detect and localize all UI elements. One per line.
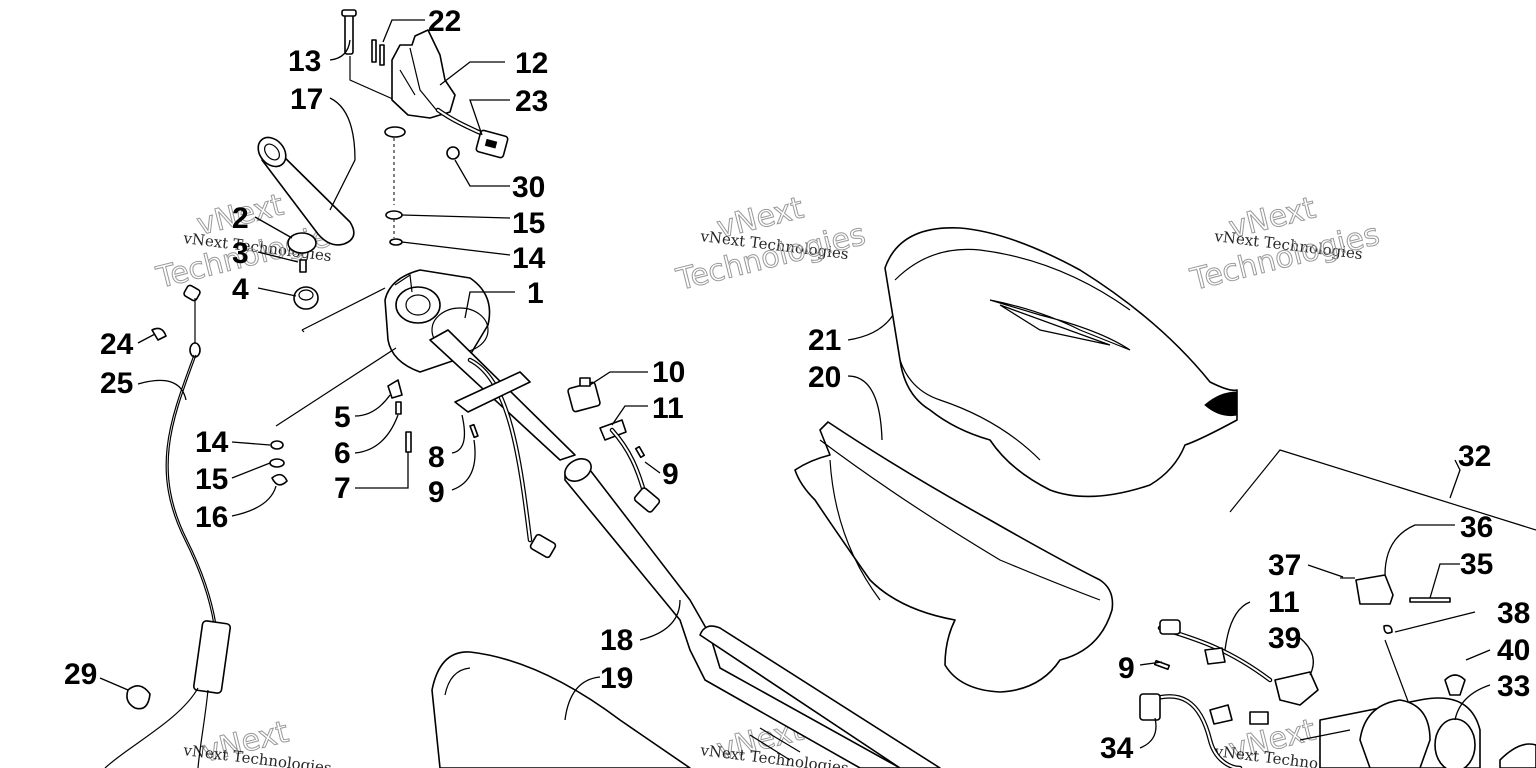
callout-2: 2 — [232, 202, 249, 235]
callout-25: 25 — [100, 367, 133, 400]
throttle-lever-part — [341, 9, 509, 246]
callout-37: 37 — [1268, 549, 1301, 582]
callout-10: 10 — [652, 356, 685, 389]
instrument-panel-part — [794, 421, 1114, 693]
callout-32: 32 — [1458, 440, 1491, 473]
callout-20: 20 — [808, 361, 841, 394]
callout-33: 33 — [1497, 670, 1530, 703]
switch-part — [567, 377, 661, 513]
callout-14-upper: 14 — [512, 242, 546, 275]
callout-35: 35 — [1460, 548, 1493, 581]
callout-9-right: 9 — [1118, 652, 1135, 685]
callout-14-lower: 14 — [195, 426, 229, 459]
callout-29: 29 — [64, 658, 97, 691]
callout-40: 40 — [1497, 634, 1530, 667]
callout-8: 8 — [428, 441, 445, 474]
callout-13: 13 — [288, 45, 321, 78]
callout-39: 39 — [1268, 622, 1301, 655]
cable-part — [104, 284, 232, 768]
callout-5: 5 — [334, 401, 351, 434]
callout-7: 7 — [334, 472, 351, 505]
handlebar-part — [564, 458, 941, 768]
callout-17: 17 — [290, 83, 323, 116]
callout-9-mid: 9 — [662, 458, 679, 491]
leader-lines — [99, 19, 1491, 749]
callout-12: 12 — [515, 47, 548, 80]
callout-36: 36 — [1460, 511, 1493, 544]
callout-11-right: 11 — [1268, 586, 1300, 619]
callout-1: 1 — [527, 277, 544, 310]
callout-30: 30 — [512, 171, 545, 204]
callout-16: 16 — [195, 501, 228, 534]
callout-34: 34 — [1100, 732, 1134, 765]
callout-3: 3 — [232, 237, 249, 270]
hood-cover-part — [884, 227, 1238, 498]
callout-18: 18 — [600, 624, 633, 657]
right-switch-assembly-parts — [1139, 574, 1536, 768]
knob-screw-plug-parts — [287, 232, 319, 310]
callout-19: 19 — [600, 662, 633, 695]
callout-15-lower: 15 — [195, 463, 228, 496]
callout-9-left: 9 — [428, 476, 445, 509]
callout-6: 6 — [334, 437, 351, 470]
callout-21: 21 — [808, 324, 841, 357]
callout-24: 24 — [100, 328, 134, 361]
callout-15-upper: 15 — [512, 207, 545, 240]
callout-22: 22 — [428, 5, 461, 38]
small-hardware-parts — [269, 347, 412, 486]
callout-38: 38 — [1497, 597, 1530, 630]
handlebar-pad-part — [431, 651, 691, 768]
housing-cable-part — [429, 329, 576, 559]
watermark-top-right: vNext vNext Technologies Technologies — [1186, 190, 1383, 298]
watermark-top-center: vNext vNext Technologies Technologies — [672, 190, 869, 298]
callout-23: 23 — [515, 85, 548, 118]
hand-grip-part — [257, 136, 355, 246]
callout-4: 4 — [232, 273, 249, 306]
callout-labels: 22 13 12 17 23 30 15 2 3 14 4 1 24 25 10… — [64, 5, 1530, 765]
right-panel-frame-part — [1229, 449, 1536, 531]
callout-11-left: 11 — [652, 392, 684, 425]
